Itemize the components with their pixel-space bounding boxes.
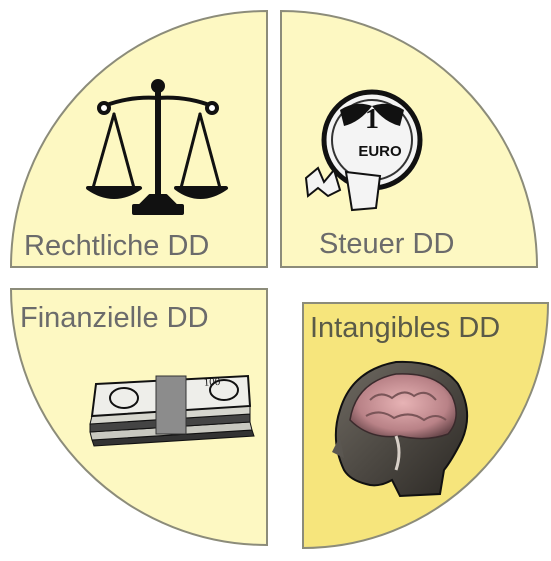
banknote-value: 100 bbox=[203, 376, 221, 389]
scales-of-justice-icon bbox=[86, 79, 228, 215]
quadrant-label-steuer: Steuer DD bbox=[319, 228, 455, 260]
brain-mri-icon bbox=[332, 360, 469, 498]
quadrant-rechtliche bbox=[9, 9, 268, 268]
quadrant-label-intangibles: Intangibles DD bbox=[310, 312, 501, 344]
coin-currency: EURO bbox=[358, 143, 402, 160]
money-stack-icon: 100 bbox=[89, 374, 255, 447]
coin-value: 1 bbox=[365, 104, 379, 135]
quadrant-label-rechtliche: Rechtliche DD bbox=[24, 230, 210, 262]
euro-coin-icon: 1 EURO 2002 bbox=[304, 89, 423, 212]
quadrant-label-finanzielle: Finanzielle DD bbox=[20, 302, 209, 334]
